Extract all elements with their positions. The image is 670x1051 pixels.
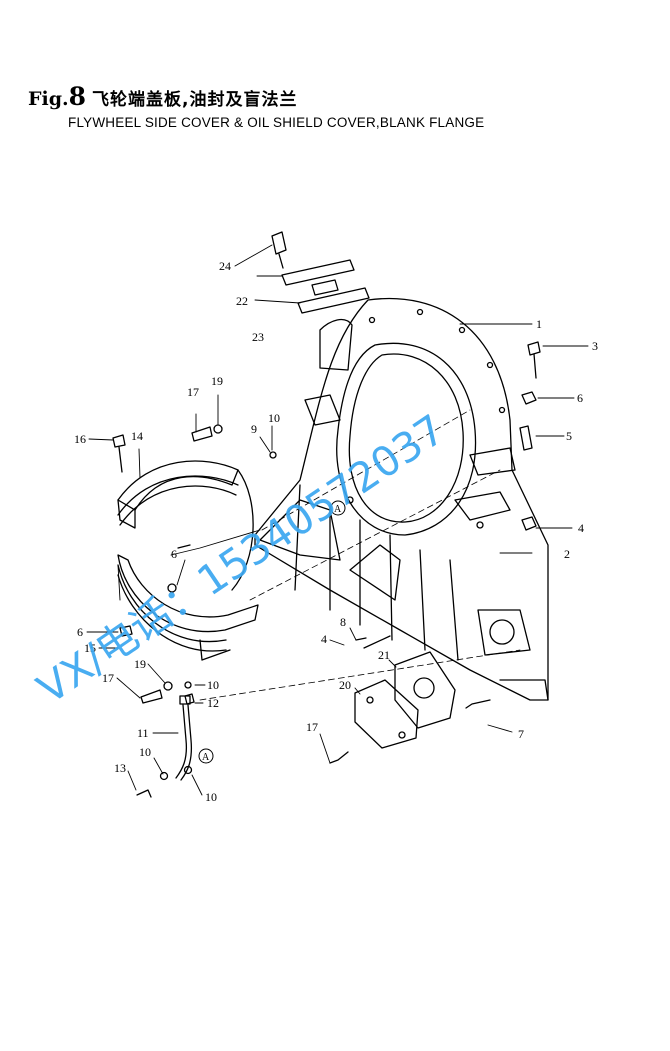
callout-6-left: 6 <box>77 625 83 639</box>
callout-20: 20 <box>339 678 351 692</box>
reference-markers: A A <box>198 500 346 764</box>
fasteners <box>112 341 541 798</box>
figure-title-chinese: 飞轮端盖板,油封及盲法兰 <box>92 90 298 110</box>
callout-3: 3 <box>592 339 598 353</box>
callout-6: 6 <box>577 391 583 405</box>
callout-10-lower: 10 <box>205 790 217 804</box>
callout-17-top: 17 <box>187 385 199 399</box>
drain-pipe <box>175 695 193 781</box>
callout-13: 13 <box>114 761 126 775</box>
reference-marker-a-upper: A <box>330 500 346 516</box>
assembly-dash-lines <box>199 409 521 701</box>
callout-19-top: 19 <box>211 374 223 388</box>
callout-10-top: 10 <box>268 411 280 425</box>
callout-4-bottom: 4 <box>321 632 327 646</box>
figure-label: Fig. <box>28 88 69 110</box>
figure-header: Fig. 8 飞轮端盖板,油封及盲法兰 FLYWHEEL SIDE COVER … <box>28 82 648 130</box>
flywheel-housing <box>254 297 549 701</box>
reference-marker-a-lower: A <box>198 748 214 764</box>
blank-flange-plates <box>354 651 456 749</box>
svg-text:A: A <box>202 752 210 763</box>
callout-12: 12 <box>207 696 219 710</box>
callout-9: 9 <box>251 422 257 436</box>
callout-21: 21 <box>378 648 390 662</box>
callout-14: 14 <box>131 429 143 443</box>
leader-lines <box>86 244 589 796</box>
callout-23: 23 <box>252 330 264 344</box>
callout-10-hose: 10 <box>139 745 151 759</box>
callout-7: 7 <box>518 727 524 741</box>
callout-8: 8 <box>340 615 346 629</box>
callout-11: 11 <box>137 726 149 740</box>
callout-17-bottom: 17 <box>102 671 114 685</box>
callout-1: 1 <box>536 317 542 331</box>
callout-19-bottom: 19 <box>134 657 146 671</box>
callout-6-mid: 6 <box>171 547 177 561</box>
callout-24: 24 <box>219 259 231 273</box>
callout-labels: 1 2 3 4 5 6 7 22 23 24 17 19 16 14 10 9 … <box>74 259 598 804</box>
svg-text:A: A <box>334 504 342 515</box>
callout-5: 5 <box>566 429 572 443</box>
figure-title-line: Fig. 8 飞轮端盖板,油封及盲法兰 <box>28 82 648 111</box>
callout-15: 15 <box>84 641 96 655</box>
callout-16: 16 <box>74 432 86 446</box>
callout-10-bottom: 10 <box>207 678 219 692</box>
callout-4: 4 <box>578 521 584 535</box>
figure-title-english: FLYWHEEL SIDE COVER & OIL SHIELD COVER,B… <box>68 115 485 130</box>
callout-2: 2 <box>564 547 570 561</box>
oil-seal-cover <box>117 460 259 661</box>
callout-22: 22 <box>236 294 248 308</box>
top-blank-flange <box>271 231 370 314</box>
callout-17-flange: 17 <box>306 720 318 734</box>
figure-number: 8 <box>68 82 87 111</box>
